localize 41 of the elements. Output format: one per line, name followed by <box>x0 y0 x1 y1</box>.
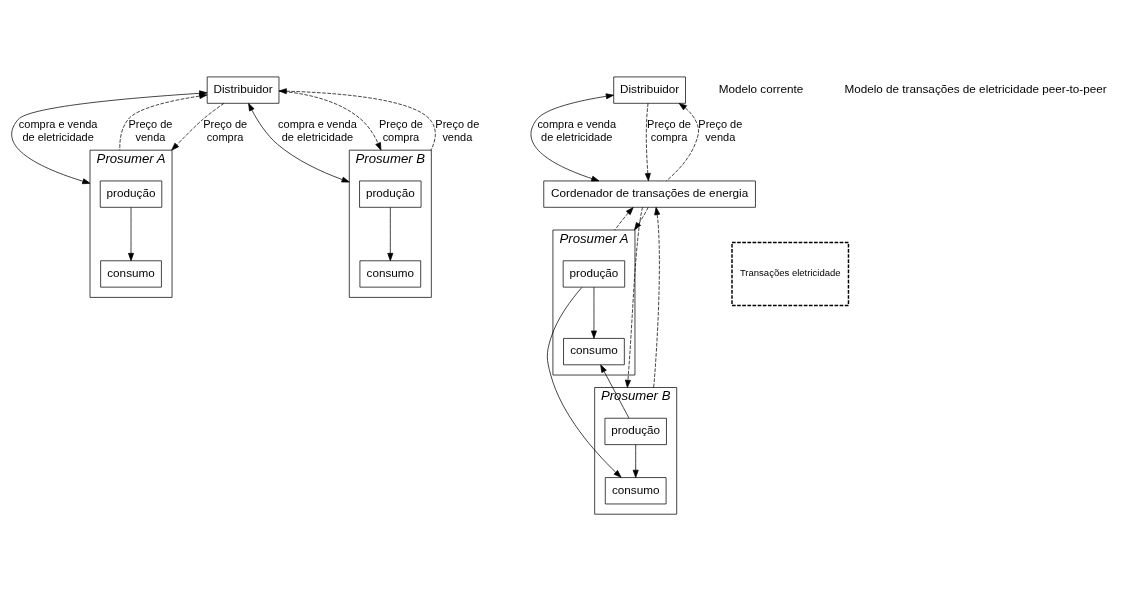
arrow <box>248 103 350 183</box>
arrow <box>387 207 394 262</box>
arrow <box>634 207 649 231</box>
node-box: Distribuidor <box>613 76 686 104</box>
edge-label: Preço de compra <box>647 118 691 143</box>
edge-label: Preço de venda <box>128 118 173 143</box>
node-box: produção <box>99 180 163 208</box>
arrow <box>653 206 661 388</box>
arrow <box>600 364 630 419</box>
node-box: consumo <box>359 260 422 288</box>
node-box: produção <box>359 180 422 208</box>
arrow <box>278 90 382 151</box>
arrow <box>530 93 614 182</box>
arrow <box>119 93 208 151</box>
node-box: consumo <box>604 477 667 505</box>
arrow <box>632 444 639 478</box>
node-box: Cordenador de transações de energia <box>543 180 756 208</box>
arrow <box>546 287 622 478</box>
arrow <box>666 103 699 182</box>
arrow <box>278 88 436 151</box>
edge-label: compra e venda de eletricidade <box>278 118 357 143</box>
edge-label: Preço de venda <box>698 118 743 143</box>
edge-label: Preço de compra <box>203 118 248 143</box>
arrow <box>171 103 225 151</box>
edge-label: compra e venda de eletricidade <box>537 118 617 143</box>
arrow <box>591 286 597 339</box>
node-box: Distribuidor <box>206 76 280 104</box>
label: Modelo corrente <box>718 81 804 95</box>
node-box: produção <box>562 260 626 288</box>
edge-label: Preço de venda <box>435 118 480 143</box>
node-box: produção <box>604 417 667 445</box>
arrow <box>128 207 134 262</box>
node-box: Transações eletricidade <box>731 241 850 307</box>
node-box: consumo <box>563 338 625 366</box>
arrow <box>625 206 643 388</box>
arrow <box>644 102 651 182</box>
edge-label: Preço de compra <box>378 118 423 143</box>
node-box: consumo <box>100 260 162 288</box>
arrow <box>614 207 634 231</box>
label: Modelo de transações de eletricidade peer-to-peer <box>844 81 1107 95</box>
edge-label: compra e venda de eletricidade <box>18 118 98 143</box>
